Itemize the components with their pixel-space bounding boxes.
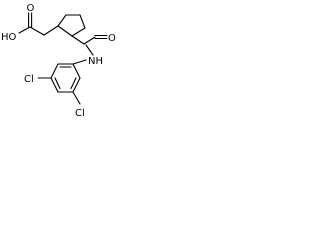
cyclopentane-ring [57,14,86,37]
bond-ch2-right [71,35,85,45]
bond-c-carboxyl [29,26,45,36]
bond-ch2-left [43,25,59,36]
bond-c-oh [18,26,31,34]
dichlorophenyl-ring: Cl Cl [24,59,87,119]
ring-bond [71,27,86,37]
aromatic-bond [50,77,59,93]
chlorine-lower-label: Cl [75,108,85,119]
aromatic-inner-bond [70,77,77,90]
aromatic-inner-bond [54,77,61,90]
amide-group: O NH [71,33,116,67]
aromatic-bond [72,77,81,93]
ring-bond [57,14,67,27]
hydroxyl-label: HO [1,32,17,43]
bond-n-aryl [72,59,87,65]
amide-nitrogen-label: NH [88,56,103,67]
chlorine-upper-label: Cl [24,74,34,85]
amide-oxygen-label: O [108,33,116,44]
aromatic-bond [50,63,59,79]
chemical-structure-diagram: O HO O NH Cl Cl [1,3,116,119]
ring-bond [79,14,86,29]
bond-c-n [85,44,94,56]
ring-bond [57,25,73,37]
bond-c-amide [83,36,96,45]
carboxyl-oxygen-label: O [27,3,35,14]
aromatic-bond [72,63,81,79]
carboxylic-acid-group: O HO [1,3,59,43]
bond-c-cl-lower [72,91,81,105]
